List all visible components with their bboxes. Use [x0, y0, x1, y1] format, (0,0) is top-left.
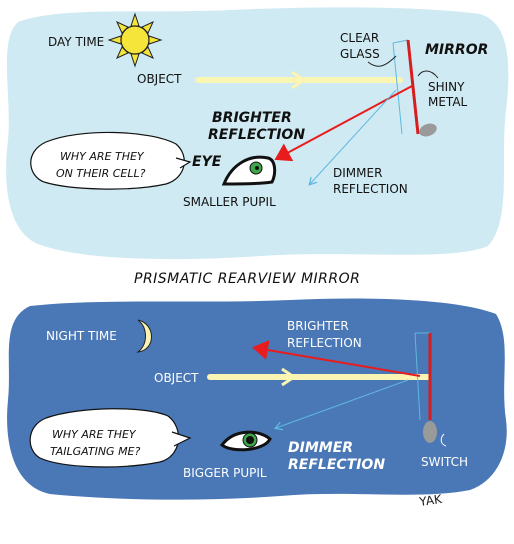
- smaller-pupil-label: SMALLER PUPIL: [183, 195, 276, 209]
- day-time-label: DAY TIME: [48, 35, 104, 49]
- night-brighter-ray: [252, 340, 421, 377]
- day-brighter-ray: [274, 85, 413, 162]
- night-bubble-line-1: WHY ARE THEY: [52, 428, 137, 441]
- day-dimmer-label-1: DIMMER: [333, 166, 382, 180]
- day-panel: [6, 7, 509, 260]
- shiny-metal-label-2: METAL: [428, 95, 468, 109]
- night-dimmer-label-1: DIMMER: [288, 440, 353, 456]
- night-object-label: OBJECT: [154, 371, 199, 385]
- day-brighter-label-2: REFLECTION: [208, 127, 305, 143]
- moon-icon: [136, 319, 152, 353]
- eye-icon: [221, 155, 277, 186]
- eye-label: EYE: [192, 154, 222, 170]
- day-speech-bubble: [30, 131, 192, 190]
- day-dimmer-ray: [310, 89, 397, 184]
- day-brighter-label-1: BRIGHTER: [212, 110, 292, 126]
- night-bubble-line-2: TAILGATING ME?: [50, 445, 141, 458]
- night-dimmer-ray: [276, 379, 409, 428]
- bigger-pupil-label: BIGGER PUPIL: [183, 466, 267, 480]
- clear-glass-label-2: GLASS: [340, 47, 380, 61]
- day-mirror: [392, 39, 437, 137]
- day-dimmer-label-2: REFLECTION: [333, 182, 408, 196]
- mirror-label: MIRROR: [425, 42, 488, 58]
- clear-glass-label-1: CLEAR: [340, 31, 379, 45]
- switch-icon: [423, 421, 437, 443]
- clear-glass-pointer: [367, 55, 397, 67]
- night-object-arrow: [207, 367, 431, 387]
- day-bubble-line-2: ON THEIR CELL?: [56, 167, 146, 180]
- day-object-arrow: [195, 70, 403, 90]
- shiny-metal-label-1: SHINY: [428, 80, 465, 94]
- eye-icon: [219, 430, 272, 452]
- switch-label: SWITCH: [421, 455, 468, 469]
- day-object-label: OBJECT: [137, 72, 182, 86]
- night-speech-bubble: [29, 408, 192, 468]
- day-switch-icon: [419, 123, 437, 137]
- night-time-label: NIGHT TIME: [46, 329, 117, 343]
- sun-icon: [107, 12, 163, 68]
- night-brighter-label-2: REFLECTION: [287, 336, 362, 350]
- night-dimmer-label-2: REFLECTION: [288, 457, 385, 473]
- artist-signature: YAK: [417, 492, 443, 509]
- diagram-title: PRISMATIC REARVIEW MIRROR: [134, 271, 360, 287]
- shiny-metal-pointer: [417, 70, 439, 79]
- day-bubble-line-1: WHY ARE THEY: [60, 150, 145, 163]
- night-brighter-label-1: BRIGHTER: [287, 319, 349, 333]
